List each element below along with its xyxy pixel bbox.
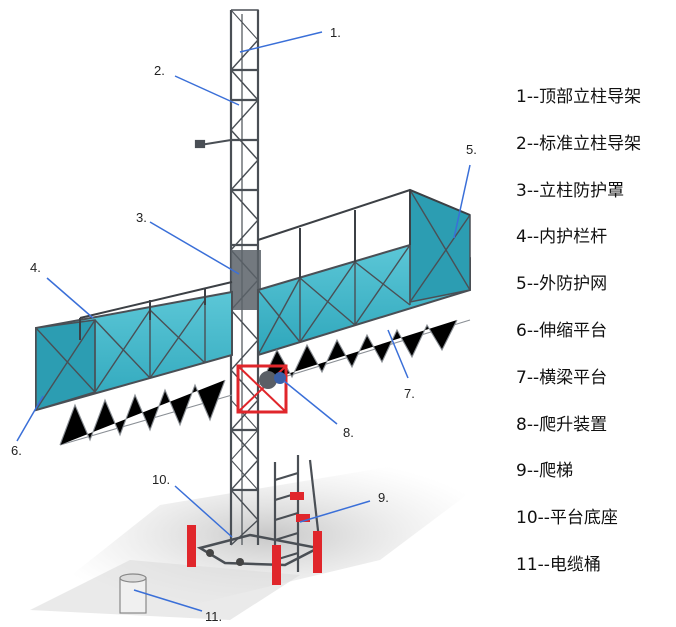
callout-4: 4.: [30, 260, 41, 275]
cable-drum: [119, 573, 147, 614]
beam-platform-right: [257, 188, 471, 386]
callout-8: 8.: [343, 425, 354, 440]
legend-item: 11--电缆桶: [516, 554, 601, 575]
callout-9: 9.: [378, 490, 389, 505]
legend-item: 7--横梁平台: [516, 367, 608, 388]
legend-item: 4--内护栏杆: [516, 227, 608, 248]
legend-item: 3--立柱防护罩: [516, 180, 625, 201]
callout-7: 7.: [404, 386, 415, 401]
legend: 1--顶部立柱导架 2--标准立柱导架 3--立柱防护罩 4--内护栏杆 5--…: [516, 84, 676, 599]
callout-3: 3.: [136, 210, 147, 225]
legend-item: 1--顶部立柱导架: [516, 87, 642, 107]
mast: [194, 9, 260, 546]
leader-lines: [16, 31, 471, 612]
legend-item: 6--伸缩平台: [516, 320, 608, 341]
platform-base: [187, 525, 322, 585]
legend-item: 9--爬梯: [516, 461, 574, 482]
callout-5: 5.: [466, 142, 477, 157]
climbing-device: [236, 364, 288, 414]
ground-shadow: [30, 455, 500, 620]
legend-item: 8--爬升装置: [516, 414, 608, 435]
telescopic-platform-left: [35, 281, 233, 446]
callout-1: 1.: [330, 25, 341, 40]
callout-6: 6.: [11, 443, 22, 458]
legend-item: 5--外防护网: [516, 274, 608, 295]
legend-item: 10--平台底座: [516, 508, 618, 529]
legend-item: 2--标准立柱导架: [516, 133, 642, 154]
callout-10: 10.: [152, 472, 170, 487]
callout-11: 11.: [205, 609, 222, 624]
mast-guard: [231, 250, 261, 310]
callout-2: 2.: [154, 63, 165, 78]
